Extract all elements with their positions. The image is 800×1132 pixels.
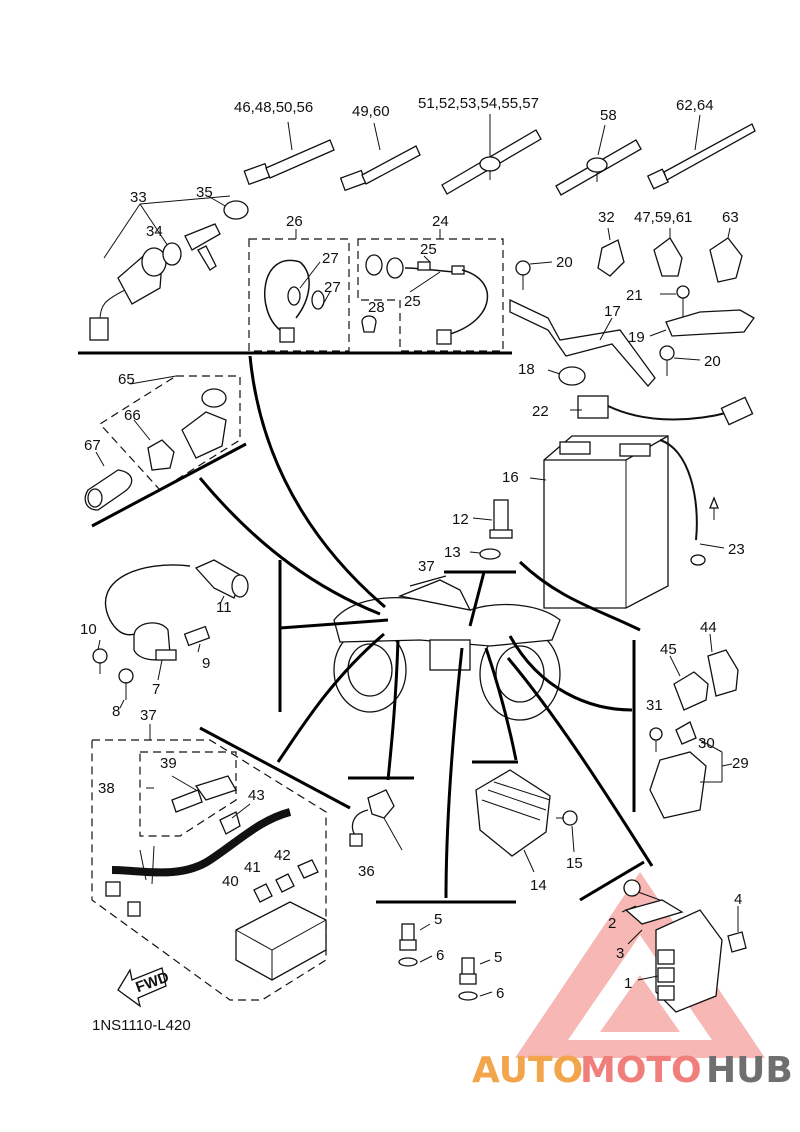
label-1: 1 [624,975,632,992]
label-16: 16 [502,469,519,486]
part-labels: 46,48,50,56 49,60 51,52,53,54,55,57 58 6… [80,95,749,1002]
battery [529,395,754,609]
label-28: 28 [368,299,385,316]
label-41: 41 [244,859,261,876]
watermark-logo [515,872,765,1058]
label-44: 44 [700,619,717,636]
label-5b: 5 [494,949,502,966]
label-27b: 27 [324,279,341,296]
label-2: 2 [608,915,616,932]
sensor-12 [469,499,513,560]
cable-band-46 [243,121,335,186]
leader-lines [198,355,654,904]
watermark-hub: HUB [706,1050,793,1091]
label-32: 32 [598,209,615,226]
lead-26 [263,229,331,343]
watermark-moto: MOTO [580,1050,702,1091]
label-38: 38 [98,780,115,797]
label-12: 12 [452,511,469,528]
label-11: 11 [216,599,232,616]
watermark-auto: AUTO [472,1050,583,1091]
socket-65 [84,375,227,511]
label-18: 18 [518,361,535,378]
label-67: 67 [84,437,101,454]
label-46-48-50-56: 46,48,50,56 [234,99,313,116]
battery-bracket [509,260,755,387]
dashed-box-65 [99,375,241,491]
label-42: 42 [274,847,291,864]
label-35: 35 [196,184,213,201]
label-26: 26 [286,213,303,230]
label-29: 29 [732,755,749,772]
label-25a: 25 [420,241,437,258]
sensors-5-6 [398,923,493,1001]
label-45: 45 [660,641,677,658]
group-divider-65 [91,442,247,528]
label-51-57: 51,52,53,54,55,57 [418,95,539,112]
label-22: 22 [532,403,549,420]
label-36: 36 [358,863,375,880]
watermark-text: AUTO MOTO HUB [472,1050,793,1091]
label-27a: 27 [322,250,339,267]
label-33: 33 [130,189,147,206]
label-40: 40 [222,873,239,890]
label-20b: 20 [704,353,721,370]
label-5a: 5 [434,911,442,928]
cable-band-49 [339,122,421,192]
label-10: 10 [80,621,97,638]
clips [597,227,743,283]
dashed-box-37 [91,739,327,1001]
label-20a: 20 [556,254,573,271]
main-switch-assembly [89,195,249,341]
horn-assembly [92,559,249,709]
fwd-arrow-icon: FWD [117,967,171,1008]
label-62-64: 62,64 [676,97,714,114]
cable-band-58 [555,124,642,196]
label-30: 30 [698,735,715,752]
cable-tie-62 [646,114,756,190]
label-4: 4 [734,891,742,908]
label-65: 65 [118,371,135,388]
label-37b: 37 [140,707,157,724]
cable-band-51 [441,114,542,195]
dashed-box-38 [139,751,237,837]
label-6b: 6 [496,985,504,1002]
label-31: 31 [646,697,663,714]
label-23: 23 [728,541,745,558]
label-66: 66 [124,407,141,424]
label-3: 3 [616,945,624,962]
label-58: 58 [600,107,617,124]
label-17: 17 [604,303,621,320]
dashed-box-26 [248,238,350,352]
label-21: 21 [626,287,643,304]
relay-group [649,633,739,819]
label-25b: 25 [404,293,421,310]
lead-24 [361,229,489,345]
label-6a: 6 [436,947,444,964]
label-7: 7 [152,681,160,698]
label-63: 63 [722,209,739,226]
label-24: 24 [432,213,449,230]
label-19: 19 [628,329,645,346]
rectifier-14 [475,769,578,873]
label-14: 14 [530,877,547,894]
dashed-box-24 [357,238,504,352]
switch-36 [349,789,403,851]
diagram-code: 1NS1110-L420 [92,1017,191,1034]
label-34: 34 [146,223,163,240]
label-47-59-61: 47,59,61 [634,209,692,226]
label-37a: 37 [418,558,435,575]
label-13: 13 [444,544,461,561]
cdi-unit [621,879,747,1013]
label-9: 9 [202,655,210,672]
label-15: 15 [566,855,583,872]
label-8: 8 [112,703,120,720]
label-43: 43 [248,787,265,804]
label-39: 39 [160,755,177,772]
harness-37 [105,724,327,981]
label-49-60: 49,60 [352,103,390,120]
